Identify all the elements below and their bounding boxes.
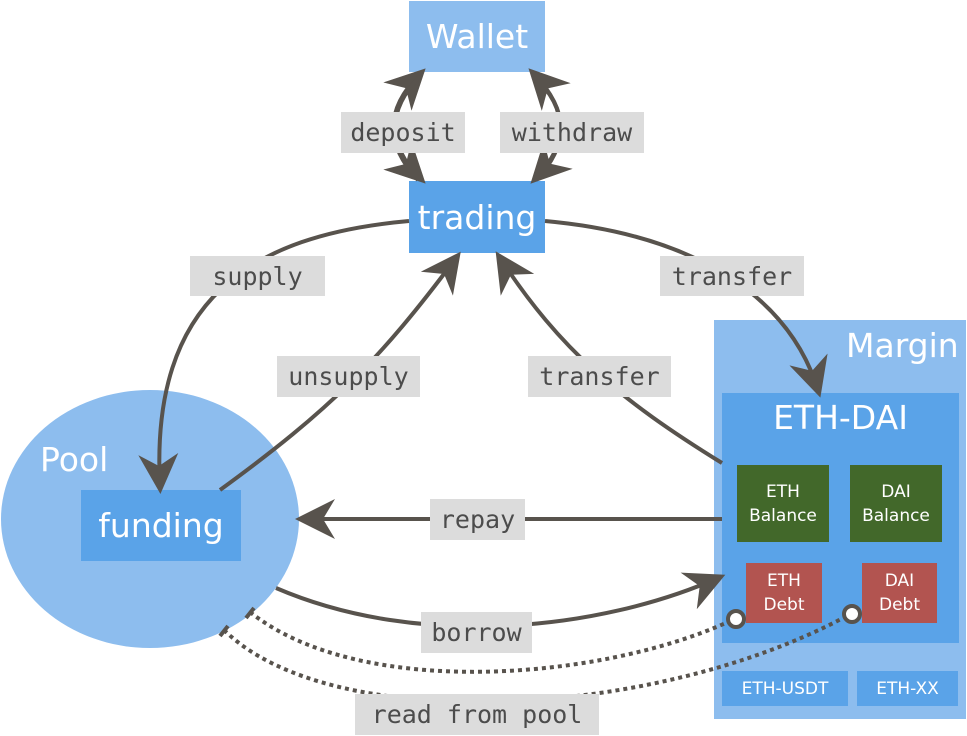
wallet-box: Wallet [409, 1, 545, 72]
transfer-out-label: transfer [660, 256, 804, 296]
unsupply-label: unsupply [277, 356, 420, 397]
eth-xx-box: ETH-XX [857, 671, 958, 706]
eth-debt-box: ETH Debt [746, 563, 822, 623]
eth-usdt-box: ETH-USDT [722, 671, 848, 706]
read-tick-2 [218, 624, 230, 638]
dai-balance-box: DAI Balance [850, 465, 942, 542]
deposit-label: deposit [341, 112, 465, 153]
dai-debt-connector [842, 604, 862, 624]
funding-box: funding [81, 490, 241, 561]
withdraw-label: withdraw [500, 112, 644, 153]
read-eth-debt-link [248, 610, 729, 674]
read-tick-1 [244, 606, 256, 620]
read-from-pool-label: read from pool [355, 694, 599, 735]
pool-title: Pool [40, 440, 109, 479]
supply-label: supply [190, 256, 325, 296]
trading-box: trading [409, 181, 545, 253]
borrow-label: borrow [421, 612, 532, 653]
eth-debt-connector [726, 609, 746, 629]
margin-title: Margin [846, 326, 959, 365]
repay-label: repay [430, 499, 525, 540]
eth-balance-box: ETH Balance [737, 465, 829, 542]
transfer-in-label: transfer [528, 356, 671, 397]
eth-dai-title: ETH-DAI [773, 398, 908, 437]
read-dai-debt-link [222, 616, 844, 704]
dai-debt-box: DAI Debt [862, 563, 937, 623]
